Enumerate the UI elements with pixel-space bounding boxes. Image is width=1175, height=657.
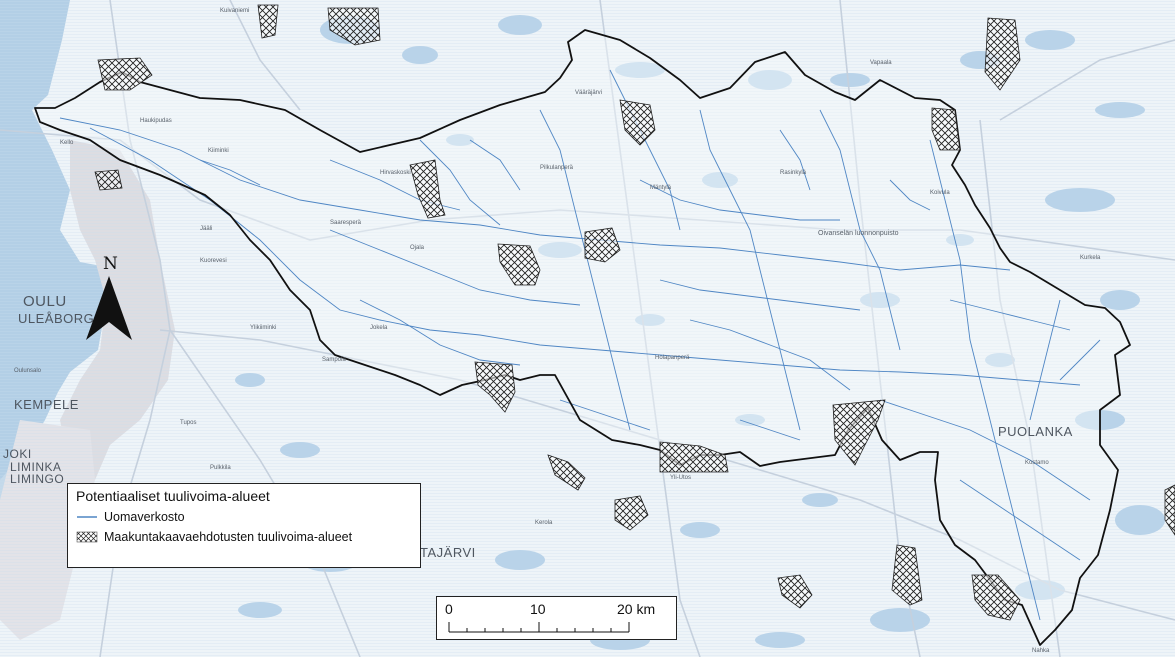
place-label: Nahka: [1032, 648, 1050, 654]
city-label-tajarvi: TAJÄRVI: [420, 545, 476, 560]
place-label: Kuivaniemi: [220, 8, 250, 14]
place-label: Saaresperä: [330, 220, 362, 226]
catchment-boundary: [34, 29, 1131, 646]
place-label: Ojala: [410, 245, 425, 251]
city-label-puolanka: PUOLANKA: [998, 424, 1073, 439]
place-label: Yli-Utos: [670, 475, 692, 481]
place-label: Tupos: [180, 420, 197, 426]
place-label: Ylikiiminki: [250, 325, 277, 331]
place-label: Vääräjärvi: [575, 90, 603, 96]
scale-ruler: [448, 622, 630, 633]
scale-label-0: 0: [445, 601, 453, 617]
north-label: N: [103, 254, 118, 274]
place-label: Kerola: [535, 520, 553, 526]
place-label: Rasinkylä: [780, 170, 807, 176]
place-label: Kostamo: [1025, 460, 1049, 466]
city-label-uleaborg: ULEÅBORG: [18, 311, 95, 326]
scale-label-20: 20 km: [617, 601, 656, 617]
legend-item-river-network: Uomaverkosto: [76, 507, 412, 527]
legend-title: Potentiaaliset tuulivoima-alueet: [76, 488, 270, 504]
legend-item-label: Maakuntakaavaehdotusten tuulivoima-aluee…: [104, 530, 353, 544]
place-label: Hirvaskoski: [380, 170, 411, 176]
north-arrow-icon: [86, 276, 132, 340]
line-icon: [77, 516, 97, 518]
legend-item-label: Uomaverkosto: [104, 510, 185, 524]
place-label: Kello: [60, 140, 74, 146]
place-label: Jääli: [200, 226, 213, 232]
city-label-joki: JOKI: [3, 447, 32, 461]
catchment-area: [35, 30, 1130, 645]
city-label-liminka: LIMINKA: [10, 460, 62, 474]
hatch-icon: [76, 531, 98, 543]
scale-label-10: 10: [530, 601, 546, 617]
place-label: Oulunsalo: [14, 368, 42, 374]
city-label-limingo: LIMINGO: [10, 472, 65, 486]
place-label: Sampola: [322, 357, 346, 363]
place-label: Haukipudas: [140, 118, 172, 124]
place-label: Vapaala: [870, 60, 892, 66]
city-label-kempele: KEMPELE: [14, 397, 79, 412]
city-label-oulu: OULU: [23, 293, 67, 310]
place-label: Kurkela: [1080, 255, 1101, 261]
place-label: Koivula: [930, 190, 950, 196]
place-label: Oivanselän luonnonpuisto: [818, 230, 899, 237]
place-label: Pulkkila: [210, 465, 231, 471]
scale-bar: 0 10 20 km: [436, 596, 677, 640]
place-label: Kiiminki: [208, 148, 229, 154]
place-label: Mäntylä: [650, 185, 672, 191]
map-legend: Potentiaaliset tuulivoima-alueet Uomaver…: [67, 483, 421, 568]
wind-power-areas: [94, 4, 1175, 621]
place-label: Jokela: [370, 325, 388, 331]
place-label: Pilkulanperä: [540, 165, 574, 171]
river-network: [59, 69, 1101, 621]
place-label: Holapanperä: [655, 355, 690, 361]
legend-item-wind-power-areas: Maakuntakaavaehdotusten tuulivoima-aluee…: [76, 527, 412, 547]
place-label: Kuorevesi: [200, 258, 227, 264]
